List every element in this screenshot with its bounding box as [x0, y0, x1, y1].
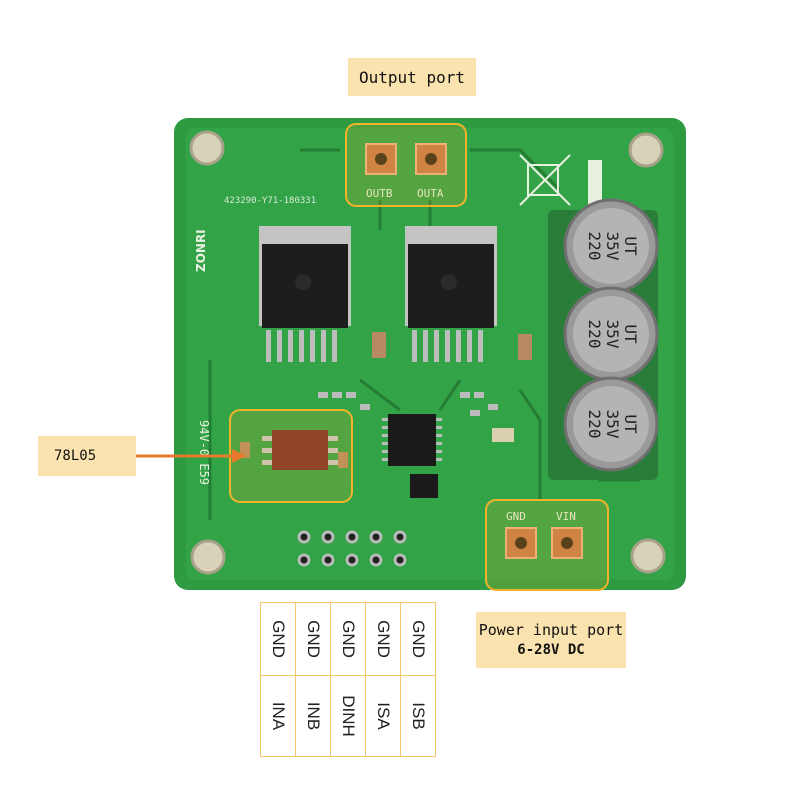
pin-label: GND	[409, 620, 428, 658]
pinout-row-signals: INA INB DINH ISA ISB	[260, 675, 436, 757]
silk-outa: OUTA	[417, 187, 444, 200]
capacitor	[563, 376, 659, 472]
pin-cell: INA	[260, 675, 296, 757]
cap-text-voltage: 35V	[603, 232, 622, 261]
small-ic	[410, 474, 438, 498]
cap-text-ut: UT	[621, 236, 640, 256]
mounting-hole	[189, 130, 225, 166]
pin-cell: INB	[295, 675, 331, 757]
cap-text-voltage: 35V	[603, 320, 622, 349]
cap-text-ut: UT	[621, 414, 640, 434]
weee-bin-icon	[519, 154, 571, 206]
regulator-78l05	[240, 430, 348, 470]
smd-components	[318, 332, 532, 442]
pin-label: GND	[269, 620, 288, 658]
regulator-arrow-head	[232, 449, 246, 463]
power-input-label: Power input port 6-28V DC	[476, 612, 626, 668]
silk-bar	[588, 160, 602, 204]
capacitor	[563, 198, 659, 294]
power-voltage-text: 6-28V DC	[517, 642, 585, 658]
pin-label: ISB	[409, 702, 428, 730]
regulator-label-text: 78L05	[54, 448, 97, 464]
mosfet-left	[259, 226, 351, 362]
pin-label: INA	[269, 701, 288, 731]
pin-cell: GND	[365, 602, 401, 676]
pin-label: GND	[304, 620, 323, 658]
output-pad-b	[365, 143, 397, 175]
power-input-label-text: Power input port	[478, 621, 624, 639]
mounting-hole	[630, 538, 666, 574]
cap-text-value: 220	[585, 232, 604, 261]
pin-label: GND	[339, 620, 358, 658]
cap-text-value: 220	[585, 410, 604, 439]
cap-text-value: 220	[585, 320, 604, 349]
pin-cell: DINH	[330, 675, 366, 757]
regulator-label: 78L05	[38, 436, 136, 476]
silk-serial: 423290-Y71-180331	[224, 196, 316, 206]
mounting-hole	[628, 132, 664, 168]
capacitors: UT 35V 220 UT 35V 220 UT 35V 220	[548, 198, 659, 480]
silk-outb: OUTB	[366, 187, 393, 200]
pin-cell: GND	[400, 602, 436, 676]
pin-cell: GND	[260, 602, 296, 676]
pinout-row-ground: GND GND GND GND GND	[260, 602, 436, 676]
pin-label: INB	[304, 701, 323, 731]
pin-label: GND	[374, 620, 393, 658]
pin-cell: ISB	[400, 675, 436, 757]
mounting-holes	[189, 130, 666, 575]
pin-label: ISA	[374, 702, 393, 730]
silk-gnd: GND	[506, 510, 526, 523]
pin-cell: GND	[295, 602, 331, 676]
mosfet-right	[405, 226, 497, 362]
cap-text-ut: UT	[621, 324, 640, 344]
silk-vin: VIN	[556, 510, 576, 523]
regulator-highlight	[229, 409, 353, 503]
pinout-table: GND GND GND GND GND INA INB DINH ISA ISB	[260, 602, 436, 757]
mounting-hole	[190, 539, 226, 575]
pin-cell: ISA	[365, 675, 401, 757]
capacitor	[563, 286, 659, 382]
cap-text-voltage: 35V	[603, 410, 622, 439]
power-port-highlight	[485, 499, 609, 591]
output-pad-a	[415, 143, 447, 175]
silk-side-mark: 94V-0 E59	[197, 420, 211, 485]
output-port-highlight	[345, 123, 467, 207]
pin-label: DINH	[339, 695, 358, 737]
silk-brand: ZONRI	[194, 229, 208, 272]
output-port-label: Output port	[348, 58, 476, 96]
header-pins	[297, 530, 407, 567]
pin-cell: GND	[330, 602, 366, 676]
driver-ic	[382, 414, 442, 466]
output-port-label-text: Output port	[359, 67, 465, 87]
